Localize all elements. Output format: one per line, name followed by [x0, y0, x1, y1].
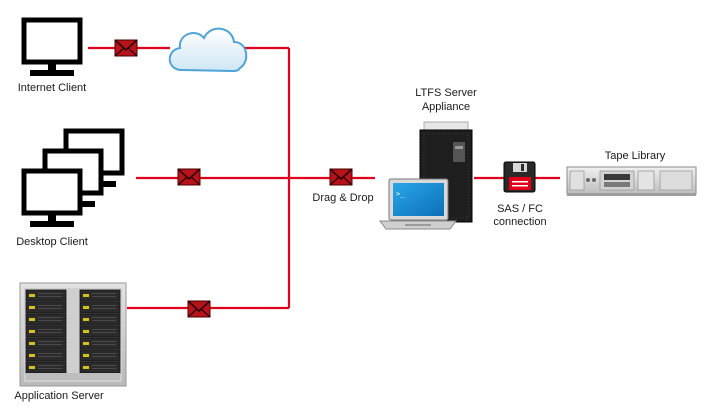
application-server-label: Application Server: [14, 390, 104, 402]
svg-text:>_: >_: [396, 190, 405, 198]
drag-drop-label: Drag & Drop: [312, 192, 374, 204]
tape-library-label: Tape Library: [604, 150, 666, 162]
ltfs-appliance-label-line1: LTFS Server: [415, 87, 477, 99]
monitor-icon: [24, 171, 80, 227]
internet-client-label: Internet Client: [17, 82, 87, 94]
cloud-icon: [168, 27, 248, 73]
envelope-icon: [114, 39, 138, 57]
connection-lines: [88, 46, 560, 310]
monitor-icon: [24, 20, 80, 76]
floppy-disk-icon: [503, 161, 536, 193]
sas-fc-label-line2: connection: [493, 216, 547, 228]
ltfs-appliance-label-line2: Appliance: [421, 101, 471, 113]
envelope-icon: [177, 168, 201, 186]
server-rack-icon: [19, 282, 127, 387]
laptop-icon: >_: [379, 178, 457, 230]
envelope-icon: [329, 168, 353, 186]
envelope-icon: [187, 300, 211, 318]
tape-library-icon: [566, 166, 697, 196]
desktop-client-icon: [24, 131, 122, 227]
desktop-client-label: Desktop Client: [16, 236, 88, 248]
sas-fc-label-line1: SAS / FC: [497, 203, 543, 215]
